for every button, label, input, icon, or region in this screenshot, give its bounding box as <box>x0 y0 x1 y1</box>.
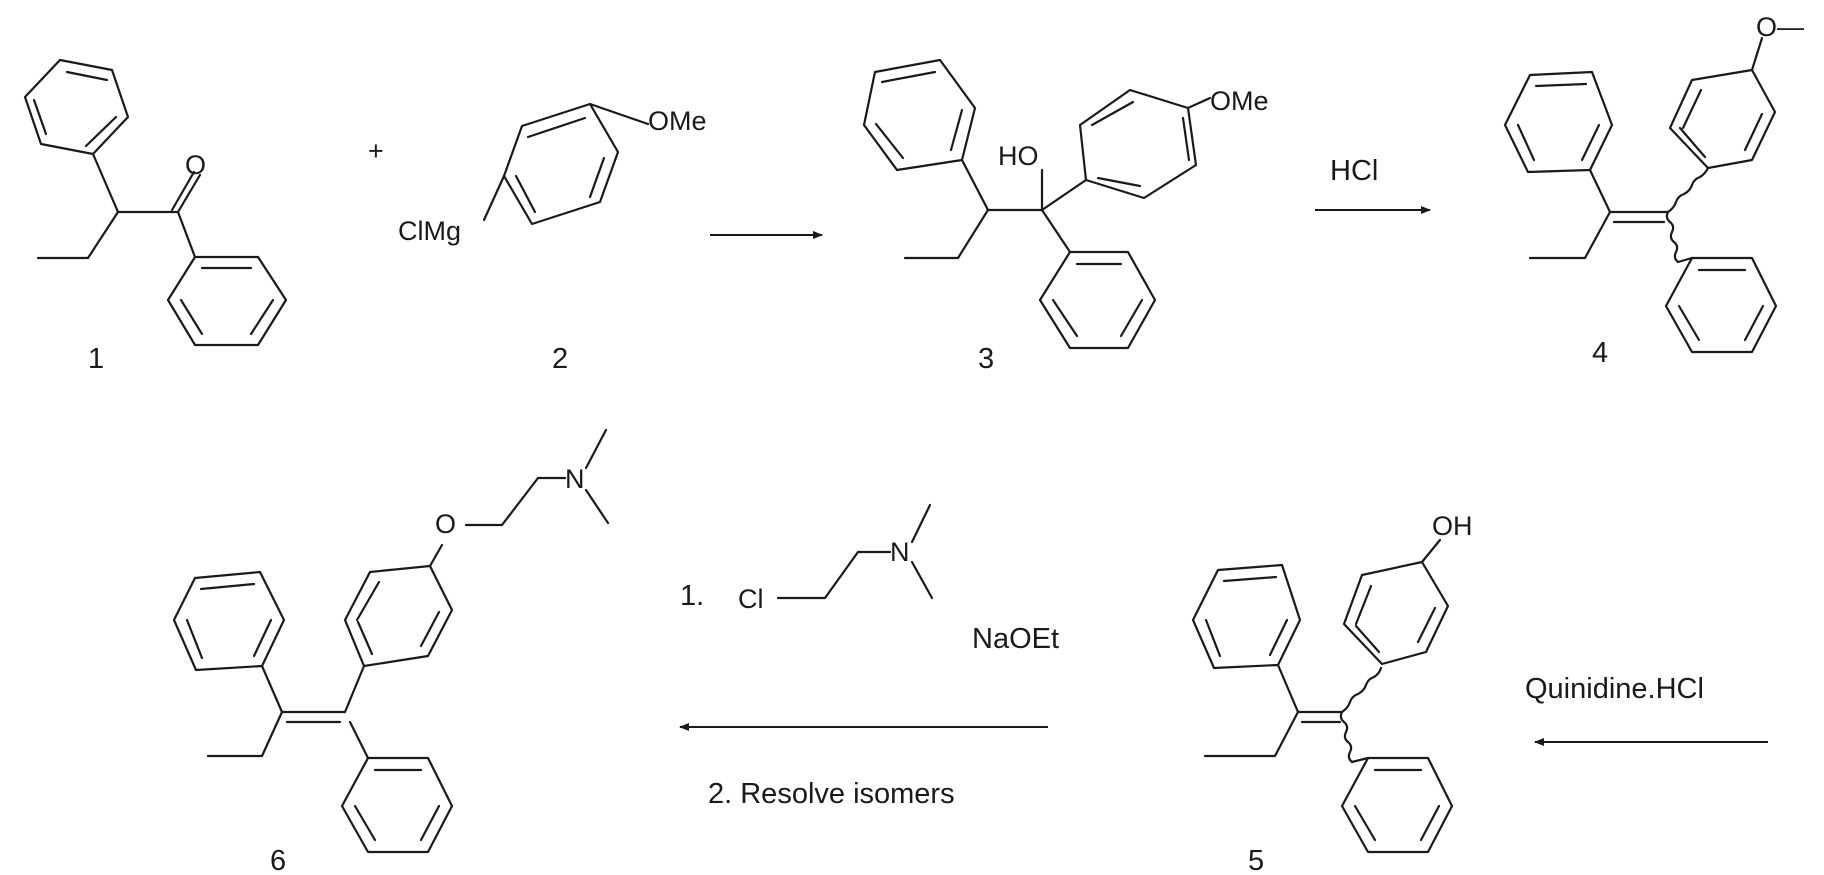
compound-number: 1 <box>88 343 104 375</box>
bond <box>1040 208 1072 254</box>
plus-sign: + <box>368 136 384 166</box>
wavy-bond <box>1340 666 1383 714</box>
methyl-bond <box>910 503 932 544</box>
chloroethylamine-chain <box>776 550 892 600</box>
carbonyl-bond <box>170 170 196 212</box>
reagent-label: HCl <box>1330 155 1378 187</box>
atom-label: Cl <box>738 584 764 614</box>
bond <box>1040 178 1088 212</box>
atom-label: N <box>890 537 910 567</box>
anisyl-ring <box>1668 68 1777 170</box>
atom-label: O <box>185 150 206 180</box>
atom-label: ClMg <box>398 216 461 246</box>
compound-number: 4 <box>1592 337 1608 369</box>
compound-6: O N 6 <box>172 428 610 875</box>
bond <box>1350 756 1370 764</box>
phenyl-ring <box>1191 563 1302 670</box>
reagent-label: Quinidine.HCl <box>1525 673 1704 705</box>
bond <box>1750 36 1764 72</box>
bond <box>1588 168 1612 214</box>
anisyl-ring <box>502 102 620 226</box>
bond <box>428 543 444 568</box>
reagent-block: 1. Cl N NaOEt <box>680 503 1059 655</box>
bond <box>260 664 284 714</box>
bond <box>1203 710 1300 758</box>
compound-4: O— 4 <box>1503 12 1804 369</box>
phenyl-ring <box>172 570 286 672</box>
step-2-label: 2. Resolve isomers <box>708 778 955 810</box>
phenol-ring <box>1342 560 1450 666</box>
bond <box>91 152 202 214</box>
atom-label: O <box>435 509 456 539</box>
wavy-bond <box>1665 210 1680 264</box>
bond <box>343 664 366 714</box>
phenyl-ring <box>166 255 288 347</box>
atom-label: HO <box>998 141 1039 171</box>
compound-3: HO OMe 3 <box>862 58 1269 375</box>
bond <box>348 720 370 760</box>
compound-2: OMe ClMg 2 <box>398 102 707 375</box>
bond <box>482 174 506 222</box>
base-label: NaOEt <box>972 623 1059 655</box>
bond <box>1276 663 1300 714</box>
phenyl-ring <box>1038 250 1157 350</box>
wavy-bond <box>1666 166 1710 214</box>
phenyl-ring <box>1340 756 1454 854</box>
bond <box>1186 96 1212 110</box>
bond <box>176 210 197 259</box>
dimethylaminoethyl-chain <box>464 476 567 527</box>
bond <box>36 210 120 260</box>
phenyl-ring <box>340 756 454 854</box>
bond <box>588 102 650 126</box>
bond <box>1420 538 1442 564</box>
bond <box>903 208 990 260</box>
atom-label: OH <box>1432 511 1473 541</box>
bond <box>206 710 284 758</box>
bond <box>1676 256 1694 264</box>
phenyl-ring <box>1503 70 1614 174</box>
compound-1: O 1 <box>23 58 288 375</box>
phenoxy-ring <box>343 564 454 668</box>
compound-number: 3 <box>978 343 994 375</box>
anisyl-ring <box>1078 88 1198 200</box>
bond <box>1528 210 1612 260</box>
atom-label: OMe <box>1210 86 1269 116</box>
compound-number: 2 <box>552 343 568 375</box>
step-1-prefix: 1. <box>680 580 704 612</box>
phenyl-ring <box>1664 256 1778 354</box>
methyl-bond <box>910 560 934 600</box>
compound-5: OH 5 <box>1191 511 1473 875</box>
methyl-bond <box>584 428 608 470</box>
phenyl-ring <box>23 58 130 156</box>
atom-label: O— <box>1756 12 1804 42</box>
wavy-bond <box>1339 710 1354 764</box>
phenyl-ring <box>862 58 977 172</box>
atom-label: N <box>565 464 585 494</box>
compound-number: 5 <box>1248 845 1264 875</box>
atom-label: OMe <box>648 106 707 136</box>
compound-number: 6 <box>270 845 286 875</box>
methyl-bond <box>584 488 610 525</box>
